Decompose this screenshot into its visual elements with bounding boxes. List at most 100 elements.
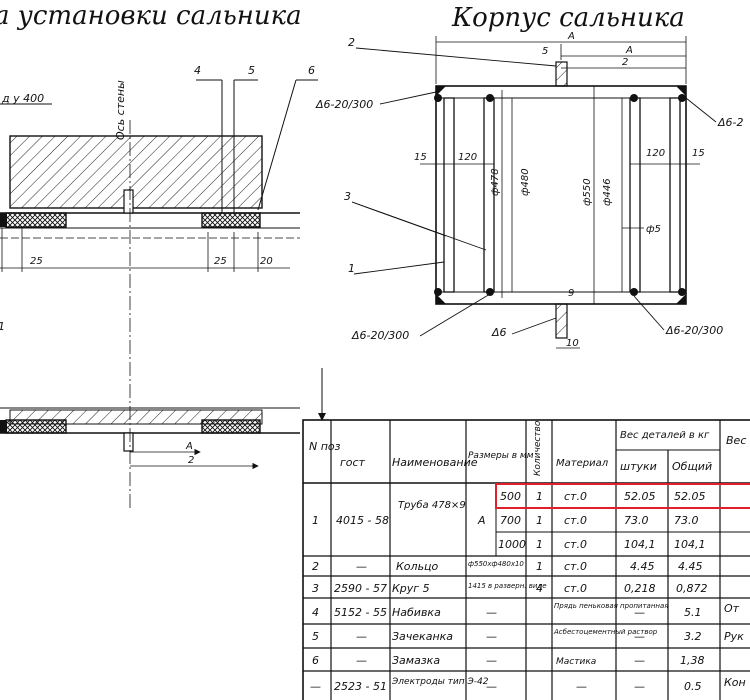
cell-qty: 1 bbox=[536, 560, 543, 573]
cell-material: ст.0 bbox=[564, 490, 587, 503]
left-section-title: а установки сальника bbox=[0, 1, 302, 31]
cell-pos: 4 bbox=[312, 606, 319, 619]
cell-total: 0.5 bbox=[684, 680, 702, 693]
callout-2: 2 bbox=[348, 36, 355, 49]
packing-right-bottom bbox=[201, 419, 261, 434]
hdr-weight-group: Вес деталей в кг bbox=[620, 430, 710, 441]
cell-total: 104,1 bbox=[674, 538, 706, 551]
cell-size: — bbox=[486, 630, 497, 643]
cell-material: ст.0 bbox=[564, 582, 587, 595]
cell-name: Кольцо bbox=[396, 560, 439, 573]
cell-name: Круг 5 bbox=[392, 582, 430, 595]
cell-pos: 2 bbox=[312, 560, 319, 573]
cell-qty: 1 bbox=[536, 490, 543, 503]
cell-unit: 104,1 bbox=[624, 538, 656, 551]
cell-gost: — bbox=[356, 654, 367, 667]
dy-label: д у 400 bbox=[1, 92, 44, 105]
hdr-unit: штуки bbox=[620, 460, 657, 473]
weld-label-bottom-right: Δ6-20/300 bbox=[665, 324, 723, 337]
cell-extra: Рук bbox=[724, 630, 744, 643]
cell-material: Прядь пеньковая пропитанная bbox=[554, 602, 669, 610]
hdr-extra: Вес со bbox=[726, 434, 750, 447]
cell-total: 4.45 bbox=[678, 560, 703, 573]
highlighted-row-500[interactable] bbox=[495, 483, 750, 509]
cell-size: 700 bbox=[500, 514, 521, 527]
packing-left-top bbox=[5, 212, 67, 228]
weld-label-bottom-left: Δ6-20/300 bbox=[351, 329, 409, 342]
dim-2-left: 2 bbox=[188, 455, 194, 466]
weld-label-top-left: Δ6-20/300 bbox=[315, 98, 373, 111]
cell-size: — bbox=[486, 680, 497, 693]
dim-9: 9 bbox=[568, 288, 574, 299]
gland-body-view: ф478 ф480 ф550 ф446 ф5 5 А А 2 15 120 12… bbox=[315, 31, 744, 349]
dim-phi480: ф480 bbox=[520, 168, 531, 196]
cell-name: Замазка bbox=[392, 654, 440, 667]
cell-pos: 5 bbox=[312, 630, 319, 643]
hdr-material: Материал bbox=[556, 458, 609, 469]
cell-pos: 3 bbox=[312, 582, 319, 595]
cell-unit: 73.0 bbox=[624, 514, 649, 527]
packing-right-top bbox=[201, 212, 261, 228]
dim-10: 10 bbox=[566, 338, 579, 349]
hdr-name: Наименование bbox=[392, 456, 478, 469]
weld-label-bottom-mid: Δ6 bbox=[491, 326, 507, 339]
cell-material: ст.0 bbox=[564, 538, 587, 551]
callout-4: 4 bbox=[194, 64, 201, 77]
dim-25-b: 25 bbox=[214, 256, 227, 267]
cell-material: ст.0 bbox=[564, 514, 587, 527]
cell-unit: — bbox=[634, 606, 645, 619]
cell-material: Асбестоцементный раствор bbox=[553, 628, 658, 636]
callout-5: 5 bbox=[248, 64, 255, 77]
cell-unit: 52.05 bbox=[624, 490, 656, 503]
cell-qty: 1 bbox=[536, 514, 543, 527]
dim-phi550: ф550 bbox=[582, 178, 593, 206]
cell-gost: 5152 - 55 bbox=[334, 606, 387, 619]
dim-15-left: 15 bbox=[414, 152, 427, 163]
cell-unit: 4.45 bbox=[630, 560, 655, 573]
left-installation-view: д у 400 Ось стены 4 5 6 1 bbox=[0, 64, 326, 510]
cell-gost: 2590 - 57 bbox=[334, 582, 387, 595]
cell-pos: 6 bbox=[312, 654, 319, 667]
dim-120-right: 120 bbox=[646, 148, 665, 159]
specification-table: N поз гост Наименование Размеры в мм Кол… bbox=[302, 419, 750, 700]
callout-6: 6 bbox=[308, 64, 315, 77]
hdr-pos: N поз bbox=[309, 440, 341, 453]
cell-extra: От bbox=[724, 602, 740, 615]
cell-gost: — bbox=[356, 630, 367, 643]
cell-unit: 0,218 bbox=[624, 582, 656, 595]
cell-size: ф550хф480х10 bbox=[468, 560, 524, 568]
right-section-title: Корпус сальника bbox=[451, 3, 685, 33]
cell-size: — bbox=[486, 606, 497, 619]
dim-phi446: ф446 bbox=[602, 178, 613, 206]
cell-pos: — bbox=[310, 680, 321, 693]
ring-bottom bbox=[555, 303, 568, 339]
callout-1-left: 1 bbox=[0, 320, 5, 333]
cell-unit: — bbox=[634, 630, 645, 643]
dim-15-right: 15 bbox=[692, 148, 705, 159]
hdr-total: Общий bbox=[672, 460, 712, 473]
cell-name: Набивка bbox=[392, 606, 441, 619]
dim-25-a: 25 bbox=[30, 256, 43, 267]
cell-size-group: А bbox=[477, 514, 486, 527]
callout-1-right: 1 bbox=[348, 262, 355, 275]
dim-20: 20 bbox=[260, 256, 273, 267]
cell-total: 5.1 bbox=[684, 606, 702, 619]
wall-hatched-bottom bbox=[9, 409, 263, 425]
cell-gost: — bbox=[356, 560, 367, 573]
cell-gost: 4015 - 58 bbox=[336, 514, 389, 527]
callout-3: 3 bbox=[344, 190, 351, 203]
dim-phi478: ф478 bbox=[490, 168, 501, 196]
hdr-qty: Количество bbox=[533, 420, 543, 476]
cell-qty: 4 bbox=[536, 582, 543, 595]
cell-total: 0,872 bbox=[676, 582, 708, 595]
cell-qty: 1 bbox=[536, 538, 543, 551]
cell-unit: — bbox=[634, 654, 645, 667]
cell-total: 52.05 bbox=[674, 490, 706, 503]
cell-name: Труба 478×9 bbox=[398, 499, 466, 511]
dim-a-mid: А bbox=[625, 45, 633, 56]
cell-size: — bbox=[486, 654, 497, 667]
dim-5: 5 bbox=[542, 46, 548, 57]
cell-name: Электроды тип Э-42 bbox=[391, 677, 489, 687]
wall-hatched-top bbox=[9, 135, 263, 209]
